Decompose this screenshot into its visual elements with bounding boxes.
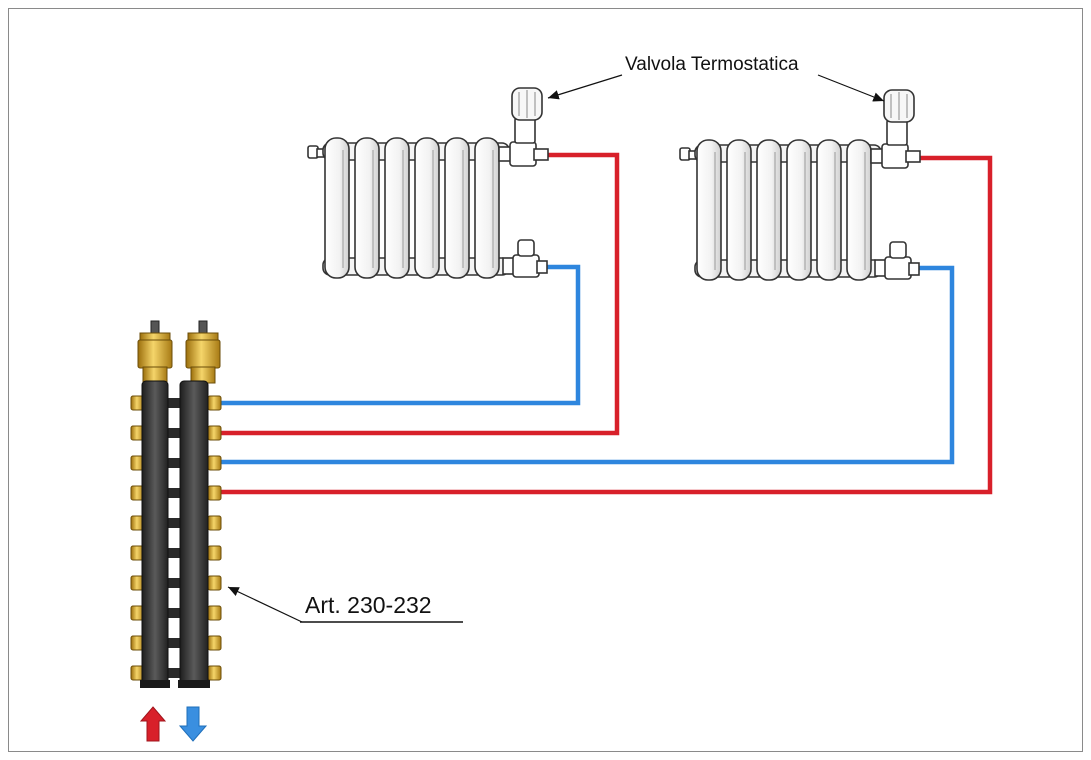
air-vent-left — [137, 320, 173, 384]
thermostatic-valve-1 — [498, 87, 549, 167]
manifold — [130, 320, 222, 688]
manifold-bar-return — [179, 380, 209, 687]
valve-label: Valvola Termostatica — [625, 54, 799, 75]
pipe-supply-radiator-1 — [220, 152, 620, 436]
air-vent-right — [185, 320, 221, 384]
lockshield-valve-1 — [502, 239, 548, 278]
arrow-up-icon — [139, 706, 167, 742]
manifold-label: Art. 230-232 — [305, 592, 432, 618]
manifold-leader — [227, 586, 303, 623]
valve-leader-1 — [547, 74, 623, 100]
radiator-2 — [679, 89, 921, 281]
pipe-supply-radiator-2 — [220, 155, 993, 495]
manifold-bar-supply — [141, 380, 169, 687]
radiator-1 — [307, 87, 549, 279]
thermostatic-valve-2 — [870, 89, 921, 169]
pipe-return-radiator-1 — [220, 264, 581, 406]
arrow-down-icon — [178, 706, 208, 742]
pipes — [220, 152, 993, 495]
lockshield-valve-2 — [874, 241, 920, 280]
pipe-return-radiator-2 — [220, 265, 955, 465]
valve-leader-2 — [817, 74, 885, 102]
